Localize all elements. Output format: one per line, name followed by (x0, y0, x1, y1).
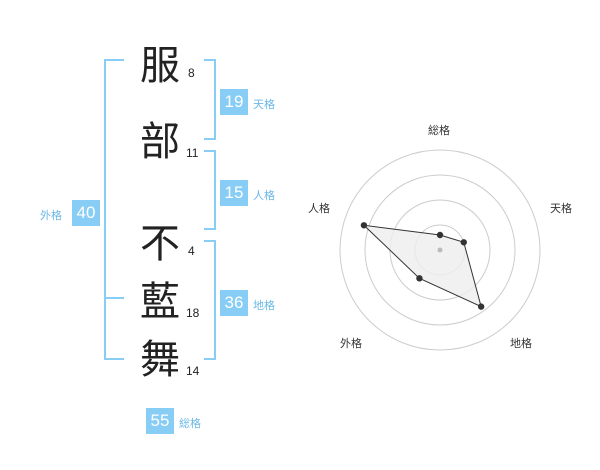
name-char-3: 不 (140, 221, 180, 267)
jinkaku-bracket (204, 150, 216, 230)
tenkaku-value: 19 (220, 89, 248, 115)
radar-point-3 (416, 275, 423, 282)
radar-axis-label-soukaku: 総格 (428, 124, 450, 137)
radar-axis-label-gaikaku: 外格 (340, 337, 362, 350)
soukaku-value: 55 (146, 408, 174, 434)
chikaku-bracket (204, 240, 216, 360)
gaikaku-bracket (104, 59, 124, 360)
radar-axis-label-chikaku: 地格 (510, 337, 532, 350)
gaikaku-label: 外格 (40, 209, 62, 222)
name-char-1: 服 (140, 43, 180, 89)
gaikaku-bracket-divider (104, 297, 124, 299)
radar-polygon (362, 224, 482, 308)
radar-point-4 (360, 222, 368, 229)
jinkaku-value: 15 (220, 180, 248, 206)
name-char-2: 部 (140, 119, 180, 165)
radar-axis-label-tenkaku: 天格 (550, 202, 572, 215)
tenkaku-label: 天格 (253, 98, 275, 111)
radar-point-1 (460, 239, 467, 246)
chikaku-label: 地格 (253, 299, 275, 312)
soukaku-label: 総格 (179, 417, 201, 430)
chikaku-value: 36 (220, 290, 248, 316)
stroke-count-4: 18 (186, 306, 200, 320)
radar-point-2 (477, 303, 485, 310)
jinkaku-label: 人格 (253, 189, 275, 202)
stroke-count-5: 14 (186, 364, 200, 378)
radar-ring (364, 174, 516, 326)
radar-axis-label-jinkaku: 人格 (308, 202, 330, 215)
stroke-count-2: 11 (186, 146, 199, 160)
name-char-4: 藍 (140, 279, 180, 325)
stroke-count-1: 8 (188, 66, 195, 80)
radar-center (437, 247, 443, 253)
radar-ring (339, 149, 541, 351)
stroke-count-3: 4 (188, 244, 195, 258)
tenkaku-bracket (204, 59, 216, 140)
gaikaku-value: 40 (72, 200, 100, 226)
radar-point-0 (436, 231, 444, 239)
name-char-5: 舞 (140, 337, 180, 383)
